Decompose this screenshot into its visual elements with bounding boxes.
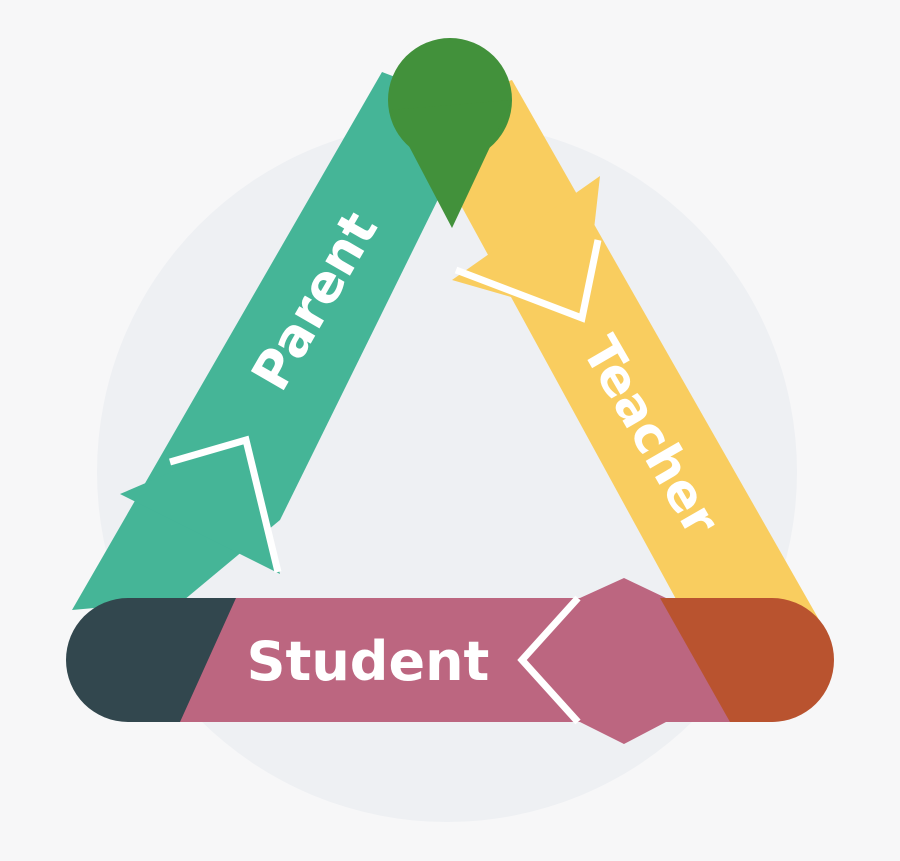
bottom-left-corner-cap — [66, 598, 236, 722]
bottom-right-corner-cap — [660, 598, 834, 722]
teacher-arrow-outline — [454, 239, 602, 323]
bottom-left-corner — [66, 598, 236, 722]
student-arrowhead — [522, 578, 624, 744]
parent-arrow-outline — [169, 435, 282, 573]
student-label: Student — [247, 630, 490, 693]
top-corner — [388, 38, 512, 228]
student-arrow-outline — [517, 595, 581, 725]
top-corner-overlap — [390, 100, 512, 228]
parent-band — [72, 72, 482, 610]
student-band — [128, 578, 832, 744]
parent-arrowhead — [120, 440, 280, 574]
teacher-band — [410, 80, 826, 720]
bottom-right-corner — [660, 598, 834, 722]
student-arrow-shape — [128, 578, 832, 744]
